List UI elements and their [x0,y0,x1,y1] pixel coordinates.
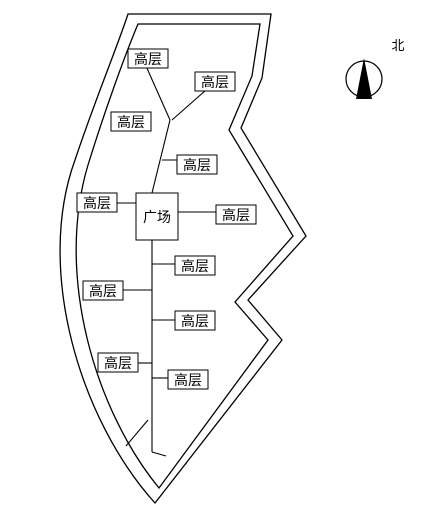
building-label: 高层 [174,310,216,331]
svg-text:高层: 高层 [201,74,229,91]
road-north-branch-left [145,65,171,121]
building-label: 高层 [215,204,257,225]
road-network [116,65,218,457]
building-labels: 高层 高层 高层 高层 高层 高层 高层 高层 [76,48,257,390]
building-label: 高层 [127,48,169,69]
building-label: 高层 [174,255,216,276]
svg-text:高层: 高层 [83,195,111,212]
building-label: 高层 [82,280,124,301]
building-label: 高层 [176,154,218,175]
road-spine-north [151,119,171,194]
svg-text:高层: 高层 [117,114,145,131]
svg-text:高层: 高层 [181,313,209,330]
plaza-box [135,192,179,241]
building-label: 高层 [97,352,139,373]
svg-text:高层: 高层 [181,258,209,275]
road-southwest-exit [125,419,149,447]
plaza-label: 广场 [143,210,171,226]
building-label: 高层 [110,111,152,132]
svg-text:高层: 高层 [183,157,211,174]
svg-text:高层: 高层 [134,51,162,68]
site-boundary-inner [75,23,294,490]
road-south-exit [151,451,167,457]
north-compass: 北 [345,39,405,99]
north-label: 北 [391,39,404,54]
building-label: 高层 [194,71,236,92]
road-north-branch-right [171,89,207,121]
road-east-upper-spur [162,159,178,170]
svg-text:高层: 高层 [222,207,250,224]
svg-text:高层: 高层 [174,372,202,389]
building-label: 高层 [76,192,118,213]
svg-text:高层: 高层 [104,355,132,372]
plaza: 广场 [135,192,179,241]
building-label: 高层 [167,369,209,390]
north-arrow-icon [356,58,372,99]
site-boundary-outer [59,13,307,505]
svg-text:高层: 高层 [89,283,117,300]
